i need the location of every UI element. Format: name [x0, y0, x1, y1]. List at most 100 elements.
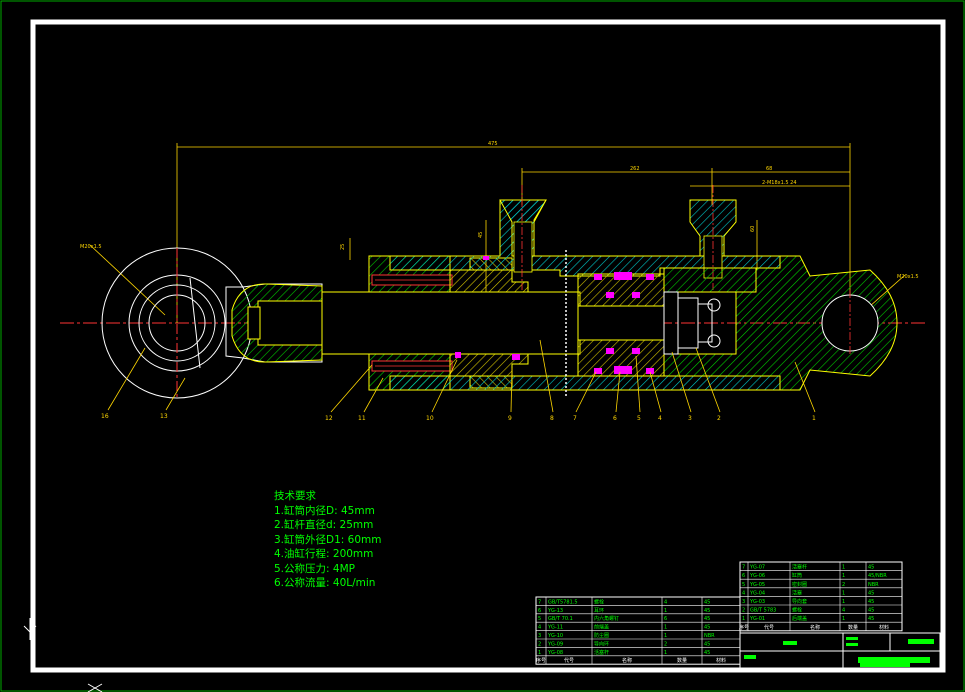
tech-item: 4.油缸行程: 200mm [274, 548, 374, 560]
bom-cell: 1 [842, 616, 845, 622]
callout-10: 10 [426, 415, 434, 422]
dim-thread-note: 2-M18x1.5 24 [762, 180, 797, 186]
bom-cell: 密封圈 [792, 581, 807, 588]
bom-cell: YG-03 [749, 599, 765, 605]
dimension-texts: 475 262 68 2-M18x1.5 24 M20x1.5 M20x1.5 … [80, 141, 919, 280]
bom-cell: 耳环 [594, 608, 604, 614]
callout-13: 13 [160, 413, 168, 420]
guide-sleeve-top [449, 269, 529, 293]
bom-header-cell: 材料 [716, 657, 726, 664]
callout-12: 12 [325, 415, 333, 422]
bom-cell: 45 [868, 616, 874, 622]
tech-item: 1.缸筒内径D: 45mm [274, 504, 375, 517]
bom-header-cell: 材料 [879, 624, 889, 631]
bom-cell: NBR [704, 633, 715, 639]
bom-cell: 6 [664, 616, 667, 622]
bom-cell: 1 [842, 590, 845, 596]
tech-item: 5.公称压力: 4MP [274, 562, 355, 575]
bom-cell: 活塞杆 [792, 564, 807, 571]
callout-5: 5 [637, 415, 641, 422]
bom-cell: 45 [868, 590, 874, 596]
tech-item: 2.缸杆直径d: 25mm [274, 519, 374, 531]
bom-cell: 2 [538, 641, 541, 647]
bom-header-cell: 序号 [536, 657, 546, 664]
bom-cell: 导向套 [792, 598, 807, 605]
dim-port-spacing: 262 [630, 166, 640, 172]
bom-header-cell: 数量 [848, 624, 858, 631]
bom-cell: 前端盖 [594, 624, 609, 631]
part-callouts: 16 13 12 11 10 9 8 7 6 5 4 3 2 1 [101, 413, 816, 422]
title-block [739, 632, 941, 669]
bom-cell: 4 [842, 608, 845, 614]
rod-eye-thread [257, 300, 323, 346]
bom-cell: 45 [704, 641, 710, 647]
bom-cell: 2 [742, 608, 745, 614]
bom-cell: YG-05 [749, 582, 765, 588]
callout-6: 6 [613, 415, 617, 422]
callout-3: 3 [688, 415, 692, 422]
bom-header-cell: 序号 [739, 624, 749, 631]
seals [455, 256, 654, 374]
bom-header-cell: 数量 [677, 657, 687, 664]
bom-header-cell: 名称 [622, 657, 632, 664]
bom-cell: YG-11 [547, 625, 563, 631]
rod-eye-neck [225, 283, 323, 363]
dim-end-offset: 68 [766, 166, 772, 172]
bom-cell: 1 [842, 573, 845, 579]
callout-7: 7 [573, 415, 577, 422]
bom-cell: 2 [842, 582, 845, 588]
callout-11: 11 [358, 415, 366, 422]
dim-overall: 475 [488, 141, 498, 147]
bom-cell: 活塞 [792, 589, 802, 596]
bom-cell: 4 [538, 625, 541, 631]
bom-cell: 45/NBR [868, 573, 887, 579]
rod-eye-end-view [101, 247, 253, 400]
bom-cell: 5 [742, 582, 745, 588]
bom-cell: 缸筒 [792, 572, 802, 579]
bom-cell: 3 [538, 633, 541, 639]
tech-title: 技术要求 [274, 490, 316, 502]
bom-cell: 1 [742, 616, 745, 622]
bom-cell: 45 [704, 625, 710, 631]
bom-cell: YG-07 [749, 565, 765, 571]
callout-16: 16 [101, 413, 109, 420]
bom-cell: 1 [842, 599, 845, 605]
callout-1: 1 [812, 415, 816, 422]
bom-cell: 45 [704, 599, 710, 605]
bom-cell: 45 [868, 599, 874, 605]
callout-8: 8 [550, 415, 554, 422]
bom-cell: GB/T 5783 [750, 608, 776, 614]
bom-cell: 防尘圈 [594, 632, 609, 639]
bom-cell: 45 [868, 608, 874, 614]
bom-cell: 45 [704, 650, 710, 656]
bom-cell: 45 [868, 565, 874, 571]
bom-cell: GB/T 70.1 [548, 616, 573, 622]
bom-cell: YG-13 [547, 608, 563, 614]
bom-header-cell: 名称 [810, 624, 820, 631]
bom-cell: 活塞杆 [594, 649, 609, 656]
bom-cell: 7 [538, 599, 541, 605]
bom-cell: YG-01 [749, 616, 765, 622]
callout-2: 2 [717, 415, 721, 422]
bom-cell: 1 [842, 565, 845, 571]
bom-cell: 1 [664, 625, 667, 631]
bom-cell: 后端盖 [792, 615, 807, 622]
bom-cell: YG-06 [749, 573, 765, 579]
bom-cell: 1 [664, 608, 667, 614]
dim-bore: 45 [478, 232, 484, 238]
bom-cell: 内六角螺钉 [594, 615, 619, 622]
bom-cell: NBR [868, 582, 879, 588]
bom-cell: 6 [538, 608, 541, 614]
bom-cell: YG-08 [547, 650, 563, 656]
tech-item: 3.缸筒外径D1: 60mm [274, 533, 382, 546]
bom-cell: 2 [664, 641, 667, 647]
bom-cell: 1 [664, 633, 667, 639]
piston-nut [663, 291, 721, 355]
dim-left-eye: M20x1.5 [80, 244, 102, 250]
cursor-marks [23, 618, 103, 692]
bom-cell: 3 [742, 599, 745, 605]
drawing-frame [30, 19, 946, 673]
